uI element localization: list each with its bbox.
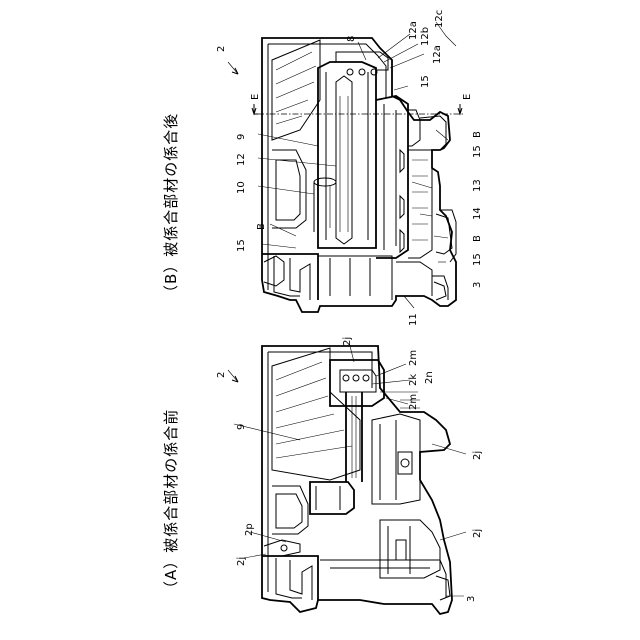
panel-b-caption: （B）被係合部材の係合後 [162, 113, 180, 300]
label-11: 11 [408, 313, 419, 326]
label-8: 8 [346, 36, 357, 42]
label-b-right-upper: B [472, 131, 483, 138]
label-14: 14 [472, 207, 483, 220]
panel-a-drawing [228, 346, 466, 614]
label-2m-top: 2m [408, 350, 419, 366]
label-15-left: 15 [236, 239, 247, 252]
label-13: 13 [472, 179, 483, 192]
label-2n: 2n [424, 371, 435, 384]
label-15-right-lower: 15 [472, 253, 483, 266]
label-2k: 2k [408, 374, 419, 386]
label-12b: 12b [420, 27, 431, 46]
label-2j-right-upper: 2j [472, 451, 483, 460]
label-15-right-upper: 15 [472, 145, 483, 158]
label-2j-right-lower: 2j [472, 529, 483, 538]
panel-a-caption: （A）被係合部材の係合前 [162, 409, 180, 596]
label-12a-bottom: 12a [432, 45, 443, 64]
label-2j-left: 2j [236, 557, 247, 566]
label-e-left: E [250, 94, 261, 100]
panel-b-drawing [228, 22, 464, 312]
label-15-top: 15 [420, 75, 431, 88]
label-b-left: B [256, 223, 267, 230]
label-3: 3 [466, 596, 477, 602]
label-12a-top: 12a [408, 21, 419, 40]
label-3: 3 [472, 282, 483, 288]
label-b-right-lower: B [472, 235, 483, 242]
label-10: 10 [236, 181, 247, 194]
label-9: 9 [236, 424, 247, 430]
label-9: 9 [236, 134, 247, 140]
panel-a-labels: 2 2j 2m 2k 2n 2m 9 2j 2j 2p 2j 3 [216, 337, 483, 602]
label-2p: 2p [244, 523, 255, 536]
label-12c: 12c [434, 10, 445, 28]
label-12: 12 [236, 153, 247, 166]
label-2j-top: 2j [342, 337, 353, 346]
label-2: 2 [216, 46, 227, 52]
label-2: 2 [216, 372, 227, 378]
label-e-right: E [462, 94, 473, 100]
label-2m-bottom: 2m [408, 394, 419, 410]
